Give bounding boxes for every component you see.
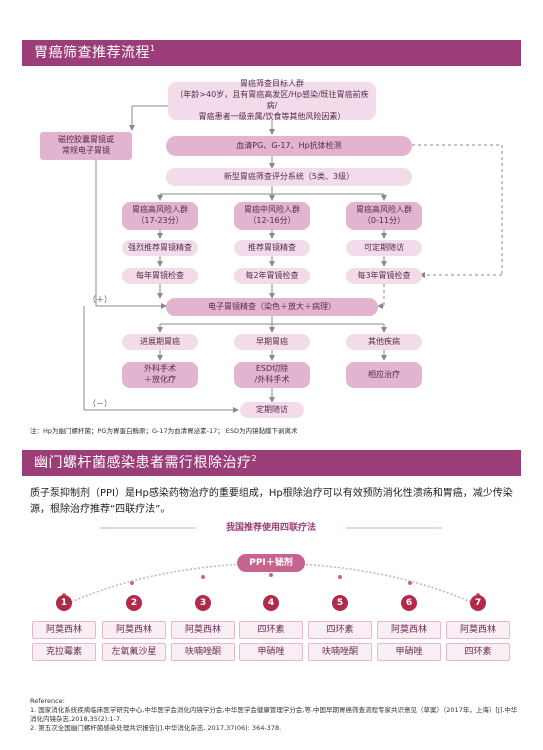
- outcome-early: 早期胃癌: [234, 334, 310, 350]
- regimen-number: 5: [332, 595, 348, 611]
- reference-item: 1. 国家消化系统疾病临床医学研究中心,中华医学会消化内镜学分会,中华医学会健康…: [30, 706, 518, 724]
- regimen-number: 7: [470, 595, 486, 611]
- risk-action-label: 可定期随访: [364, 242, 404, 252]
- alt-endoscopy-box: 磁控胶囊胃镜或 常规电子胃镜: [40, 132, 132, 160]
- regimen-number: 1: [56, 595, 72, 611]
- regimen-number: 4: [263, 595, 279, 611]
- regimen-drug: 四环素: [308, 621, 372, 639]
- serum-test-box: 血清PG、G-17、Hp抗体检测: [166, 136, 412, 156]
- eradication-section-header: 幽门螺杆菌感染患者需行根除治疗2: [22, 450, 521, 476]
- risk-group-name: 胃癌高风险人群: [356, 205, 412, 215]
- scoring-system-box: 新型胃癌筛查评分系统（5类、3级）: [166, 168, 412, 186]
- regimen-drug: 阿莫西林: [32, 621, 96, 639]
- risk-action-high: 强烈推荐胃镜精查: [122, 240, 198, 256]
- references: Reference: 1. 国家消化系统疾病临床医学研究中心,中华医学会消化内镜…: [30, 697, 520, 733]
- followup-box: 定期随访: [240, 402, 304, 418]
- screening-title: 胃癌筛查推荐流程: [34, 45, 150, 61]
- treatment-line-2: /外科手术: [254, 375, 290, 384]
- outcome-label: 早期胃癌: [256, 336, 288, 346]
- risk-group-high: 胃癌高风险人群 （17-23分）: [122, 202, 198, 230]
- regimen-drug: 甲硝唑: [239, 643, 303, 661]
- regimen-number: 6: [401, 595, 417, 611]
- risk-action-label: 推荐胃镜精查: [248, 242, 296, 252]
- risk-action-label: 强烈推荐胃镜精查: [128, 242, 192, 252]
- risk-action-low: 可定期随访: [346, 240, 422, 256]
- regimen-drug: 阿莫西林: [377, 621, 441, 639]
- risk-freq-low: 每3年胃镜检查: [346, 268, 422, 284]
- regimen-drug: 四环素: [446, 643, 510, 661]
- treatment-line-1: 相应治疗: [368, 369, 400, 379]
- risk-group-range: （17-23分）: [136, 216, 184, 225]
- screening-section-header: 胃癌筛查推荐流程1: [22, 40, 521, 66]
- references-label: Reference:: [30, 697, 65, 705]
- treatment-early: ESD切除 /外科手术: [234, 362, 310, 388]
- treatment-advanced: 外科手术 ＋放化疗: [122, 362, 198, 388]
- eradication-title-ref: 2: [251, 454, 258, 463]
- treatment-line-1: 外科手术: [144, 364, 176, 374]
- regimen-drug: 阿莫西林: [102, 621, 166, 639]
- screening-title-ref: 1: [150, 44, 156, 53]
- regimen-drug: 四环素: [239, 621, 303, 639]
- target-criteria-2: 胃癌患者一级亲属/饮食等其他风险因素）: [198, 111, 346, 121]
- regimen-drug: 克拉霉素: [32, 643, 96, 661]
- outcome-other: 其他疾病: [346, 334, 422, 350]
- regimen-drug: 甲硝唑: [377, 643, 441, 661]
- screening-flowchart: 胃癌筛查目标人群 （年龄>40岁，且有胃癌高发区/Hp感染/既往胃癌前疾病/ 胃…: [40, 79, 503, 418]
- risk-action-medium: 推荐胃镜精查: [234, 240, 310, 256]
- reference-item: 2. 第五次全国幽门螺杆菌感染处理共识报告[J].中华消化杂志, 2017,37…: [30, 724, 282, 733]
- positive-label: （＋）: [88, 295, 112, 304]
- alt-method-line-1: 磁控胶囊胃镜或: [58, 135, 114, 145]
- flowchart-connectors: [83, 105, 503, 413]
- regimen-number: 3: [195, 595, 211, 611]
- risk-group-name: 胃癌中风险人群: [244, 205, 300, 215]
- regimen-drug: 阿莫西林: [446, 621, 510, 639]
- outcome-label: 进展期胃癌: [140, 336, 180, 346]
- risk-freq-medium: 每2年胃镜检查: [234, 268, 310, 284]
- regimen-title: 我国推荐使用四联疗法: [225, 523, 316, 533]
- regimen-drug: 呋喃唑酮: [171, 643, 235, 661]
- regimen-number: 2: [126, 595, 142, 611]
- treatment-other: 相应治疗: [346, 362, 422, 388]
- risk-group-range: （12-16分）: [248, 216, 296, 225]
- ppi-badge: PPI＋铋剂: [237, 554, 305, 572]
- outcome-advanced: 进展期胃癌: [122, 334, 198, 350]
- abbreviation-note: 注：Hp为幽门螺杆菌；PG为胃蛋白酶原；G-17为血清胃泌素-17； ESD为内…: [30, 427, 298, 435]
- risk-group-low: 胃癌高风险人群 （0-11分）: [346, 202, 422, 230]
- risk-freq-label: 每2年胃镜检查: [245, 270, 299, 280]
- target-criteria-1: （年龄>40岁，且有胃癌高发区/Hp感染/既往胃癌前疾病/: [175, 90, 369, 110]
- regimen-drug: 左氧氟沙星: [102, 643, 166, 661]
- risk-freq-label: 每年胃镜检查: [136, 270, 184, 280]
- risk-group-name: 胃癌高风险人群: [132, 205, 188, 215]
- risk-freq-high: 每年胃镜检查: [122, 268, 198, 284]
- serum-test-label: 血清PG、G-17、Hp抗体检测: [236, 140, 342, 150]
- regimen-drug: 呋喃唑酮: [308, 643, 372, 661]
- alt-method-line-2: 常规电子胃镜: [62, 146, 110, 155]
- eradication-title: 幽门螺杆菌感染患者需行根除治疗: [34, 455, 252, 471]
- risk-group-medium: 胃癌中风险人群 （12-16分）: [234, 202, 310, 230]
- scoring-system-label: 新型胃癌筛查评分系统（5类、3级）: [223, 171, 355, 181]
- followup-label: 定期随访: [256, 404, 288, 414]
- treatment-line-1: ESD切除: [255, 364, 289, 374]
- risk-freq-label: 每3年胃镜检查: [357, 270, 411, 280]
- target-title: 胃癌筛查目标人群: [240, 79, 304, 89]
- treatment-line-2: ＋放化疗: [144, 375, 176, 384]
- endoscopy-box: 电子胃镜精查（染色＋放大＋病理）: [166, 298, 378, 316]
- endoscopy-label: 电子胃镜精查（染色＋放大＋病理）: [208, 301, 336, 311]
- eradication-intro: 质子泵抑制剂（PPI）是Hp感染药物治疗的重要组成，Hp根除治疗可以有效预防消化…: [30, 488, 513, 515]
- outcome-label: 其他疾病: [368, 336, 400, 346]
- regimen-drug: 阿莫西林: [171, 621, 235, 639]
- negative-label: （－）: [88, 399, 112, 408]
- risk-group-range: （0-11分）: [362, 216, 406, 225]
- target-population-box: 胃癌筛查目标人群 （年龄>40岁，且有胃癌高发区/Hp感染/既往胃癌前疾病/ 胃…: [168, 79, 376, 121]
